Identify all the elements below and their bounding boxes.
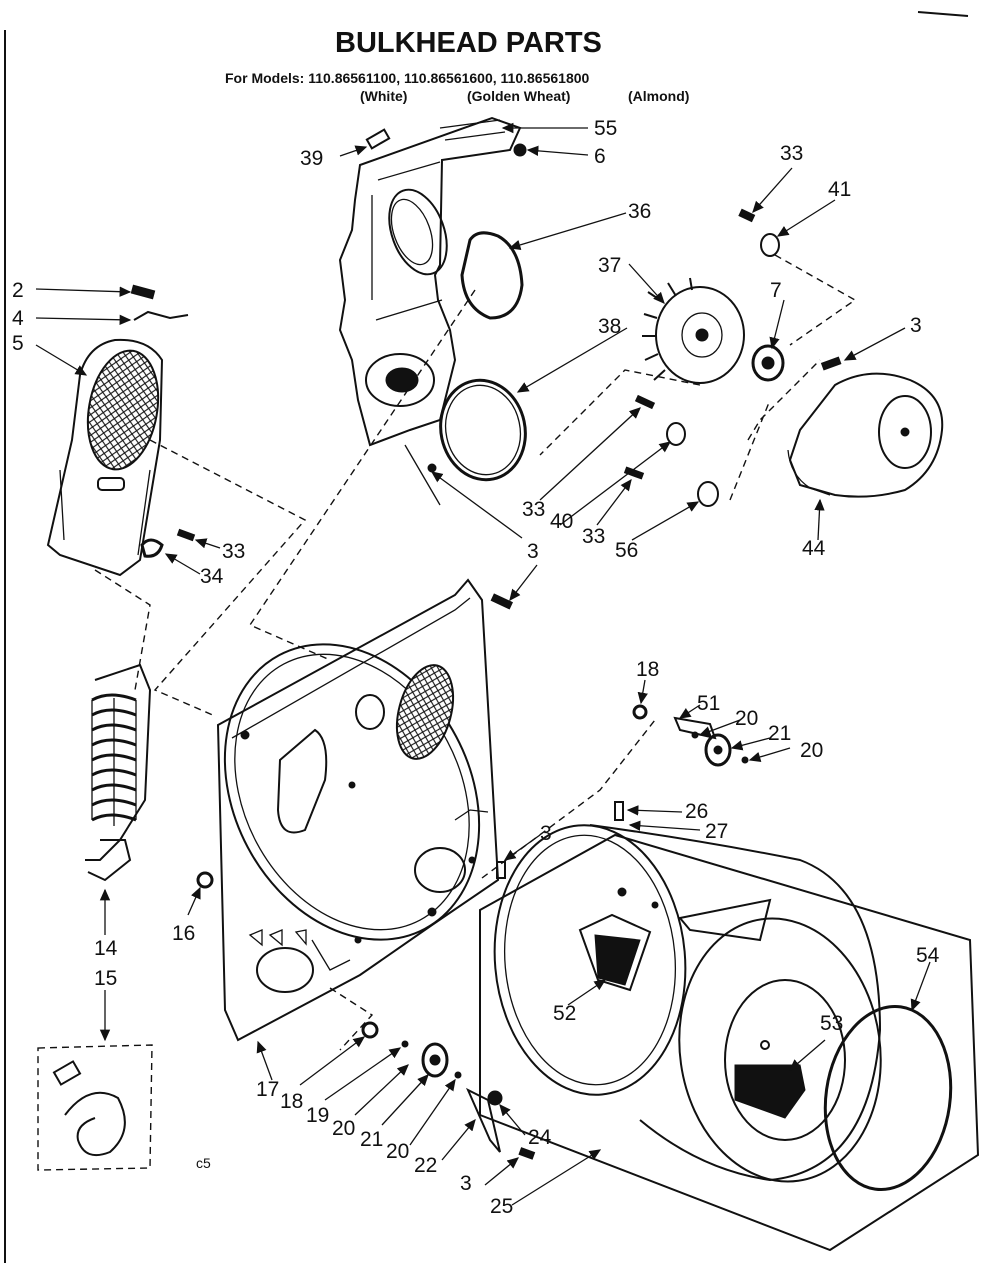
- screw-26: [614, 801, 624, 821]
- label-2: 2: [12, 279, 24, 302]
- label-4: 4: [12, 307, 24, 330]
- label-20-b: 20: [800, 739, 823, 762]
- label-44: 44: [802, 537, 826, 560]
- page-title: BULKHEAD PARTS: [335, 27, 602, 59]
- label-26: 26: [685, 800, 708, 823]
- label-33-top: 33: [780, 142, 803, 165]
- label-41: 41: [828, 178, 851, 201]
- label-17: 17: [256, 1078, 279, 1101]
- label-53: 53: [820, 1012, 843, 1035]
- label-56: 56: [615, 539, 638, 562]
- label-19: 19: [306, 1104, 329, 1127]
- clip-4: [133, 310, 189, 321]
- label-51: 51: [697, 692, 720, 715]
- drum-25: [479, 824, 980, 1252]
- label-20-d: 20: [386, 1140, 409, 1163]
- heater-element-14: [85, 663, 152, 882]
- blower-impeller-37: [642, 277, 745, 384]
- label-34: 34: [200, 565, 224, 588]
- color-white: (White): [360, 88, 407, 104]
- label-20-c: 20: [332, 1117, 355, 1140]
- nut-6: [513, 143, 527, 157]
- part-labels: 2 4 5 39 55 6 36 33 41 37 38 7 3 33 40 3…: [12, 117, 940, 1218]
- label-40: 40: [550, 510, 573, 533]
- washer-41: [760, 233, 780, 257]
- screw-33-b: [623, 466, 645, 480]
- screw-3-mid: [490, 593, 513, 610]
- label-33-a: 33: [522, 498, 545, 521]
- label-38: 38: [598, 315, 621, 338]
- label-39: 39: [300, 147, 323, 170]
- models-line: For Models: 110.86561100, 110.86561600, …: [225, 70, 590, 86]
- alignment-lines-top: [539, 254, 857, 501]
- nut-16: [196, 871, 214, 889]
- seal-38-inner: [444, 384, 522, 476]
- label-33-left: 33: [222, 540, 245, 563]
- duct-bulkhead-upper: [338, 116, 522, 447]
- label-6: 6: [594, 145, 606, 168]
- clip-56: [697, 481, 719, 507]
- label-27: 27: [705, 820, 728, 843]
- label-14: 14: [94, 937, 118, 960]
- screw-dot: [427, 463, 437, 473]
- label-36: 36: [628, 200, 651, 223]
- label-54: 54: [916, 944, 940, 967]
- screw-39: [365, 128, 391, 150]
- label-22: 22: [414, 1154, 437, 1177]
- screw-3-top: [820, 356, 842, 371]
- leader-lines: [35, 122, 931, 1206]
- label-3-right: 3: [540, 822, 552, 845]
- label-3-top: 3: [910, 314, 922, 337]
- roller-assembly-upper: [632, 704, 749, 767]
- label-33-b: 33: [582, 525, 605, 548]
- label-25: 25: [490, 1195, 513, 1218]
- label-18-bot: 18: [280, 1090, 303, 1113]
- label-16: 16: [172, 922, 195, 945]
- main-bulkhead-17: [216, 578, 500, 1042]
- ring-54: [823, 1004, 953, 1192]
- label-21-top: 21: [768, 722, 791, 745]
- screw-2: [130, 284, 156, 300]
- washer-40: [666, 422, 686, 446]
- bearing-7-center: [761, 356, 775, 370]
- lint-duct-cover-5: [46, 338, 164, 577]
- label-21-bot: 21: [360, 1128, 383, 1151]
- screw-3-right: [496, 861, 506, 879]
- label-3-bot: 3: [460, 1172, 472, 1195]
- bearing-7: [751, 344, 785, 382]
- corner-mark: [917, 11, 969, 17]
- label-37: 37: [598, 254, 621, 277]
- seal-38: [439, 378, 527, 482]
- blower-housing-44: [787, 372, 944, 498]
- roller-assembly-lower: [361, 1021, 536, 1160]
- label-7: 7: [770, 279, 782, 302]
- kit-15-box: [37, 1044, 153, 1171]
- label-5: 5: [12, 332, 24, 355]
- color-golden-wheat: (Golden Wheat): [467, 88, 570, 104]
- label-24: 24: [528, 1126, 552, 1149]
- label-55: 55: [594, 117, 617, 140]
- label-15: 15: [94, 967, 117, 990]
- label-18-top: 18: [636, 658, 659, 681]
- screw-33-top: [738, 208, 756, 223]
- corner-code: c5: [196, 1155, 211, 1171]
- label-3-mid: 3: [527, 540, 539, 563]
- screw-33-left: [176, 528, 196, 542]
- color-almond: (Almond): [628, 88, 689, 104]
- clip-34: [140, 538, 164, 558]
- screw-33-a: [634, 394, 656, 410]
- label-52: 52: [553, 1002, 576, 1025]
- alignment-lines-left: [94, 289, 476, 717]
- label-20-a: 20: [735, 707, 758, 730]
- gasket-36: [460, 231, 524, 320]
